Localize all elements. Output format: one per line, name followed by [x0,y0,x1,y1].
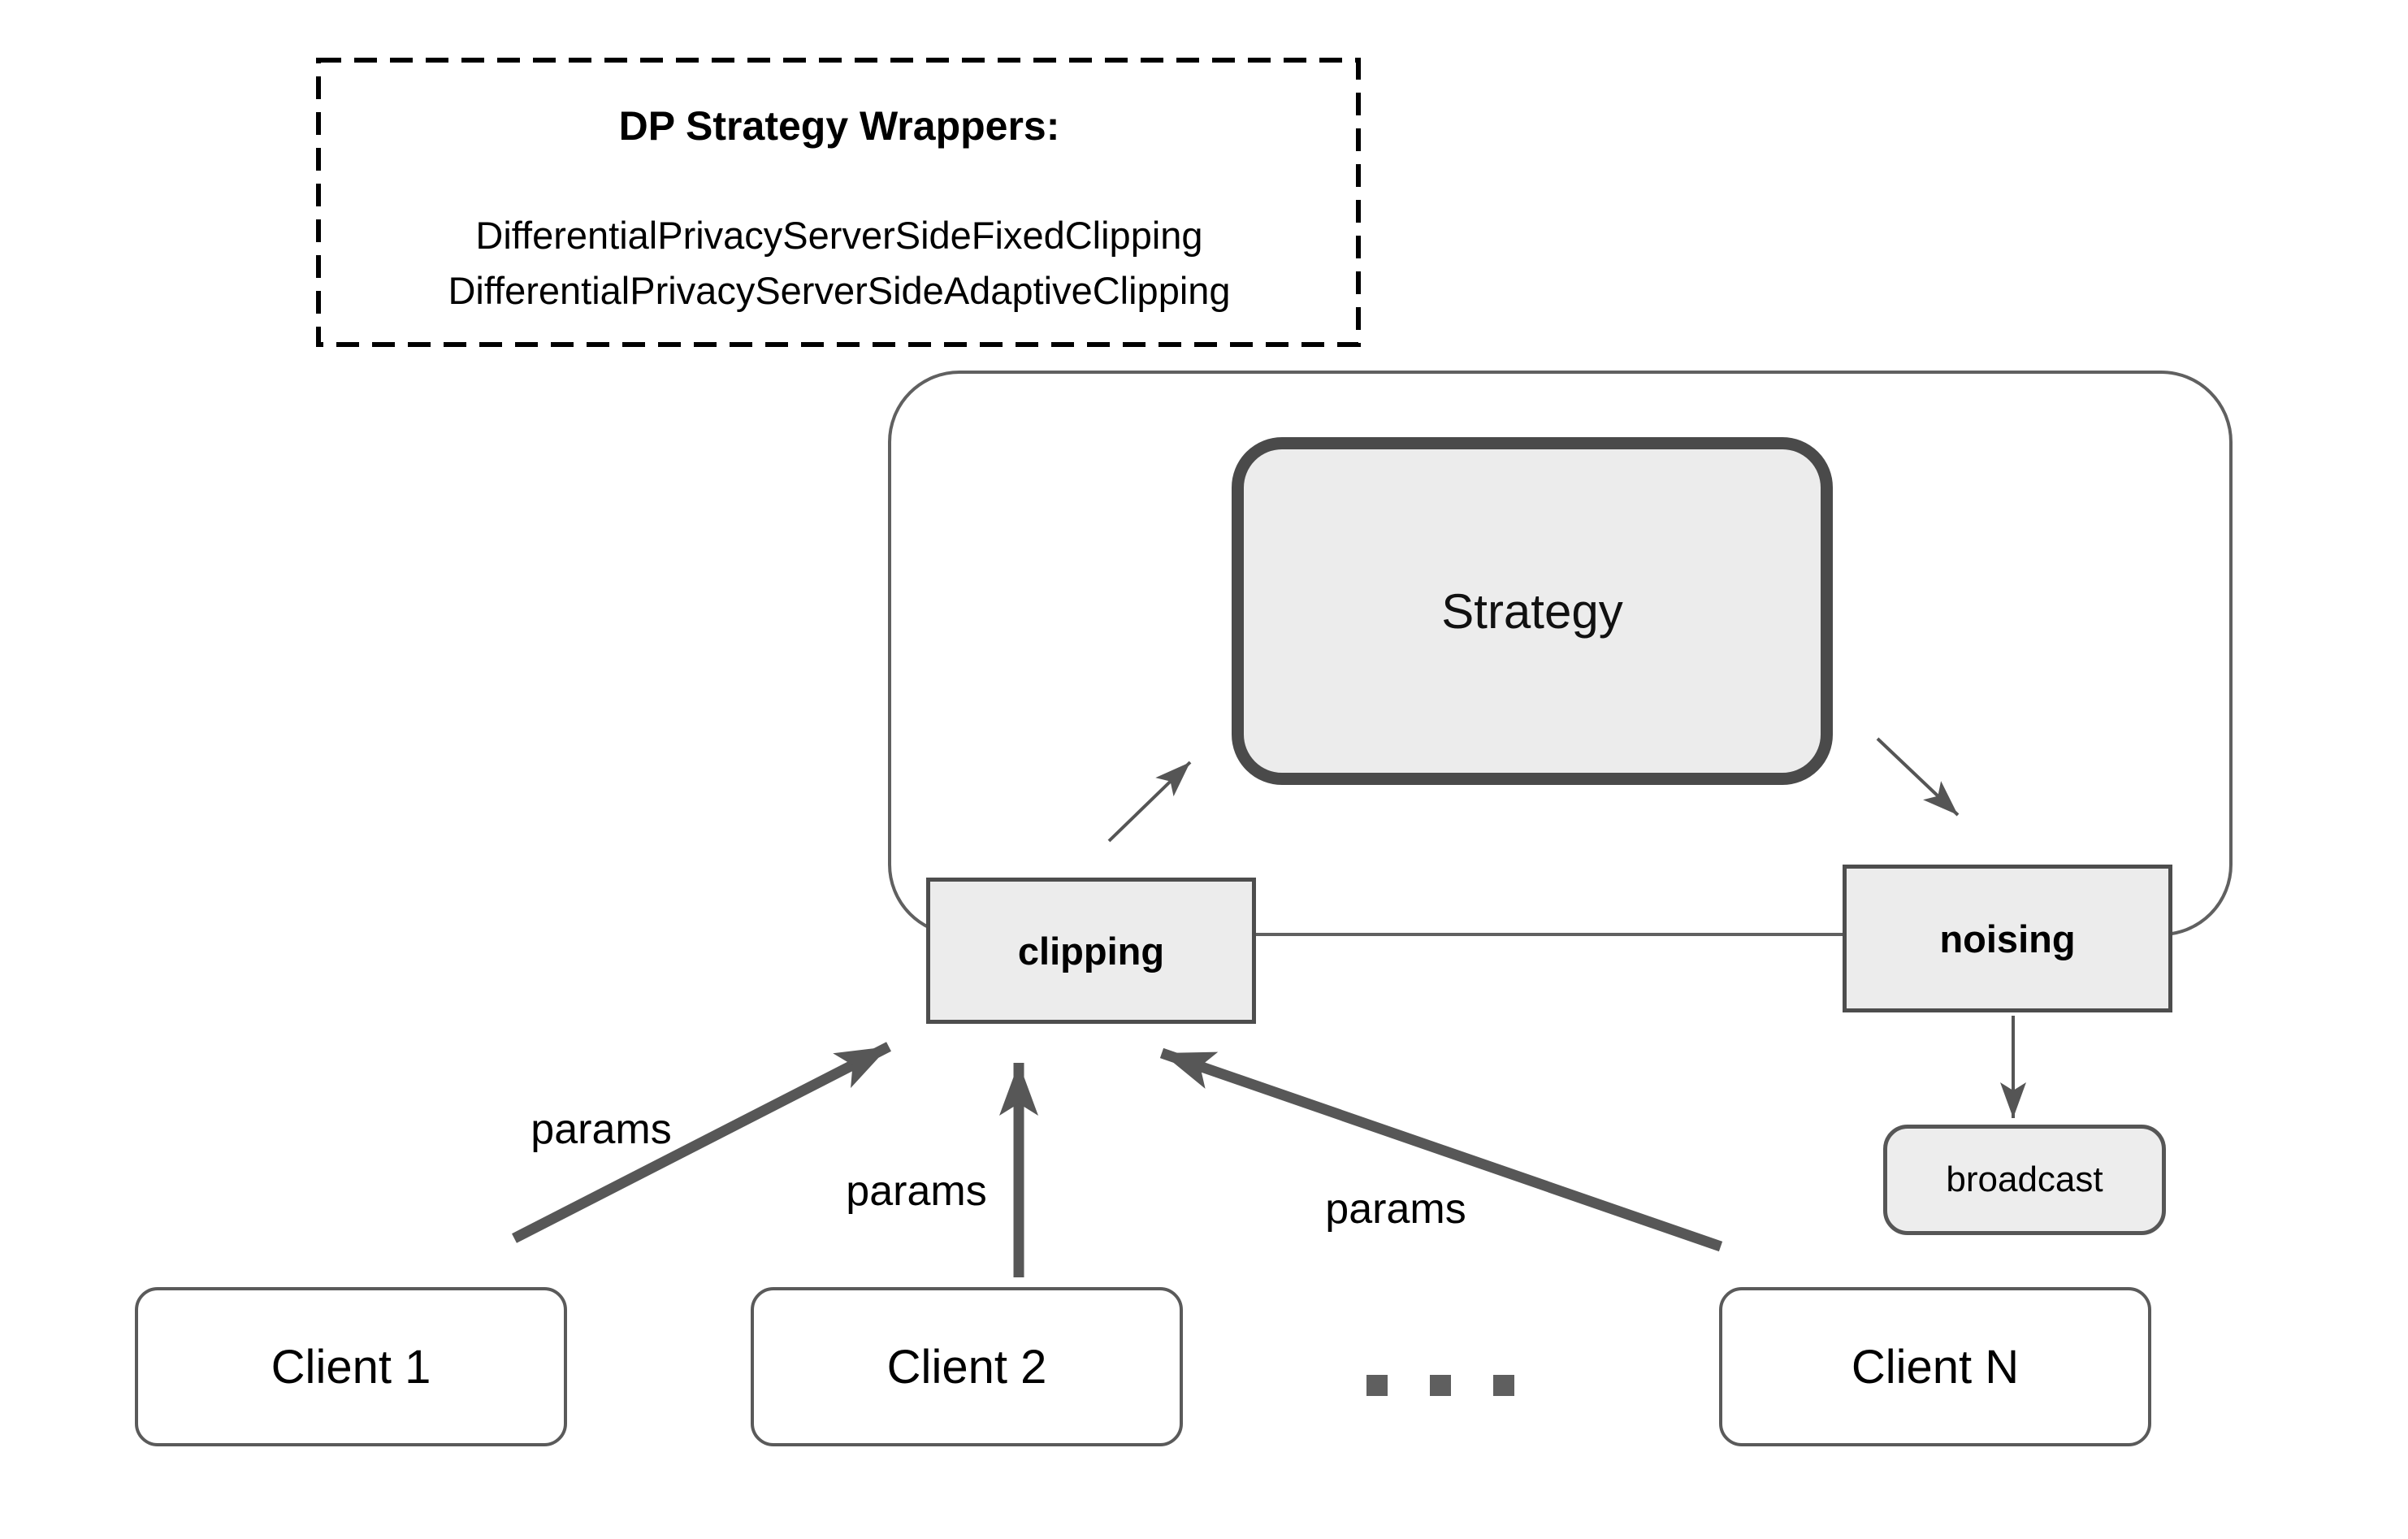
wrapper-class-name-fixed: DifferentialPrivacyServerSideFixedClippi… [475,214,1203,257]
ellipsis-dot-icon [1493,1375,1514,1396]
edge-clipping-to-strategy [1107,761,1192,843]
edge-client1-to-clipping [512,1042,891,1243]
strategy-node: Strategy [1232,437,1833,785]
client-1-node: Client 1 [135,1287,567,1446]
clipping-label: clipping [1017,929,1165,973]
client-n-label: Client N [1851,1340,2020,1394]
client-2-node: Client 2 [751,1287,1183,1446]
noising-node: noising [1843,865,2172,1012]
params-label-clientN: params [1325,1186,1466,1233]
edge-clientN-to-clipping [1159,1047,1723,1252]
broadcast-node: broadcast [1883,1125,2166,1235]
note-title: DP Strategy Wrappers: [618,103,1060,149]
wrapper-class-name-adaptive: DifferentialPrivacyServerSideAdaptiveCli… [448,269,1231,312]
ellipsis-dot-icon [1430,1375,1451,1396]
client-2-label: Client 2 [886,1340,1047,1394]
ellipsis-dot-icon [1366,1375,1388,1396]
client-n-node: Client N [1719,1287,2151,1446]
client-1-label: Client 1 [271,1340,431,1394]
broadcast-label: broadcast [1946,1160,2103,1199]
edge-strategy-to-noising [1876,737,1960,817]
clipping-node: clipping [926,878,1256,1024]
server-boundary [888,371,2233,936]
params-label-client2: params [846,1168,987,1215]
strategy-label: Strategy [1441,583,1623,639]
params-label-client1: params [531,1106,672,1153]
noising-label: noising [1939,917,2076,960]
dp-wrappers-note-border [316,58,1361,347]
